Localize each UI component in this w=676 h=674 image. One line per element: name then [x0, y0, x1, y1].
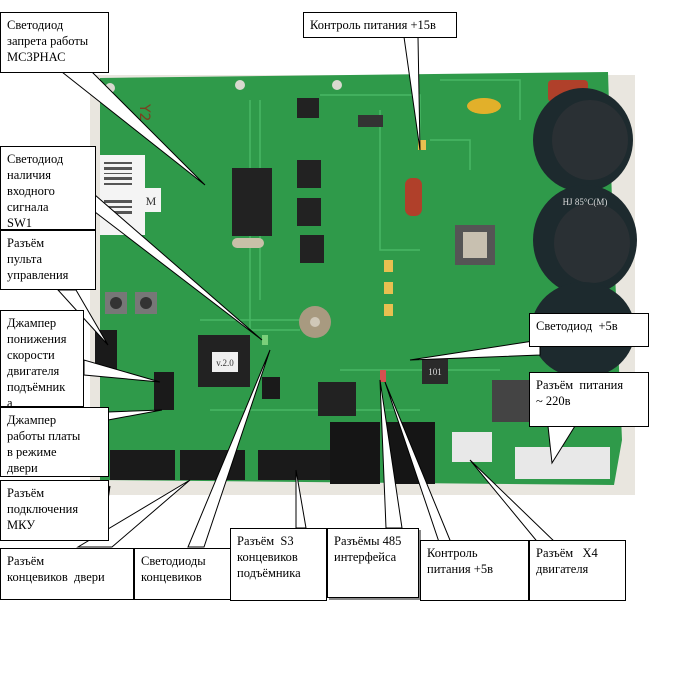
callout-remote-connector: Разъём пульта управления [0, 230, 96, 290]
led-5v [380, 370, 386, 382]
led-15v [418, 140, 426, 150]
inductor [422, 358, 448, 384]
ic-main-logic [232, 168, 272, 236]
power-connector [515, 447, 610, 479]
x4-connector [452, 432, 492, 462]
callout-power-5v-check: Контроль питания +5в [420, 540, 529, 601]
callout-speed-jumper: Джампер понижения скорости двигателя под… [0, 310, 84, 407]
led-sw1 [262, 335, 268, 345]
heatsink-component [492, 380, 532, 422]
callout-mku-connector: Разъём подключения МКУ [0, 480, 109, 541]
callout-limit-leds: Светодиоды концевиков [134, 548, 232, 600]
tantalum-cap [384, 260, 393, 272]
callout-power-connector: Разъём питания ~ 220в [529, 372, 649, 427]
ic-optocoupler [297, 198, 321, 226]
yellow-capacitor [467, 98, 501, 114]
callout-rs485-connectors: Разъёмы 485 интерфейса [327, 528, 419, 598]
tantalum-cap [384, 304, 393, 316]
m-sticker [141, 188, 161, 212]
mcu-version-marking: v.2.0 [216, 358, 234, 368]
mcu-label [212, 352, 238, 372]
revision-marking: Y2 [136, 103, 152, 121]
callout-x4-motor-connector: Разъём Х4 двигателя [529, 540, 626, 601]
barcode-bars [104, 162, 132, 214]
ic-small [297, 98, 319, 118]
s3-connector [258, 450, 330, 480]
small-jumper [262, 377, 280, 399]
speed-jumper-header [154, 372, 174, 410]
callout-door-limit-connector: Разъём концевиков двери [0, 548, 134, 600]
inductor-marking: 101 [428, 367, 442, 377]
callout-led-inhibit: Светодиод запрета работы МС3РНАС [0, 12, 109, 73]
rs485-jack-1 [330, 422, 380, 484]
mku-connector [110, 450, 175, 480]
film-capacitor [405, 178, 422, 216]
ic-optocoupler [300, 235, 324, 263]
m-marking: M [146, 194, 157, 208]
crystal [232, 238, 264, 248]
remote-header [95, 330, 117, 370]
callout-door-mode-jumper: Джампер работы платы в режиме двери [0, 407, 109, 477]
ic-rs485-driver [318, 382, 356, 416]
callout-led-sw1: Светодиод наличия входного сигнала SW1 [0, 146, 96, 230]
callout-s3-connector: Разъём S3 концевиков подъёмника [230, 528, 327, 601]
tantalum-cap [384, 282, 393, 294]
ic-optocoupler [297, 160, 321, 188]
mount-hole [332, 80, 342, 90]
transistor [358, 115, 383, 127]
mount-hole [235, 80, 245, 90]
callout-power-15v: Контроль питания +15в [303, 12, 457, 38]
callout-led-5v: Светодиод +5в [529, 313, 649, 347]
capacitor-marking: HJ 85°C(M) [563, 197, 608, 207]
